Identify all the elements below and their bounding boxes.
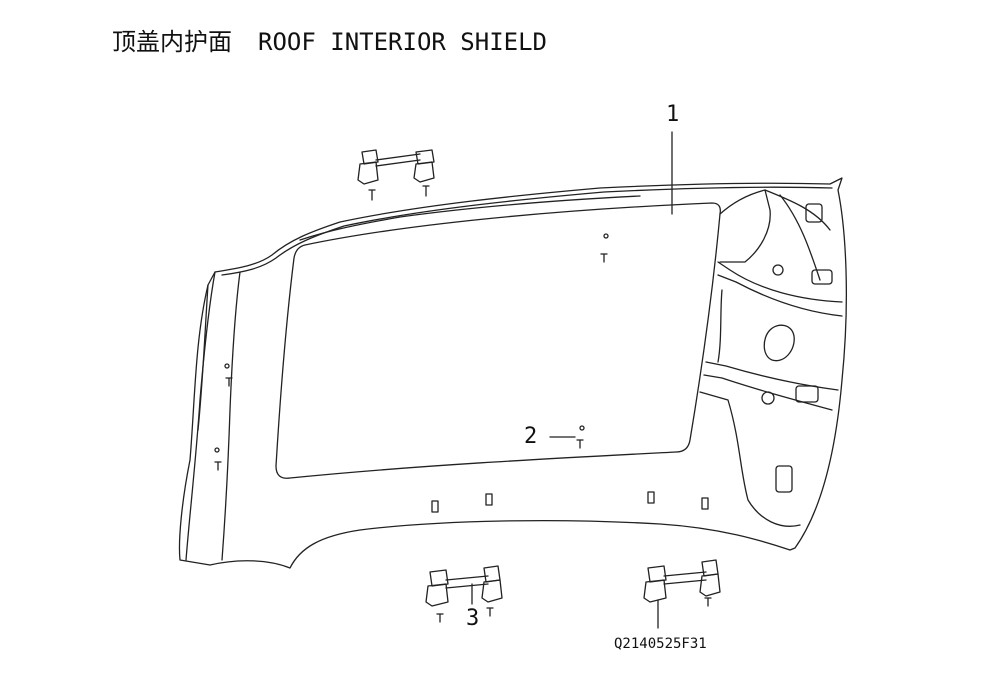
- slot-3: [647, 491, 655, 504]
- rear-corner-line: [764, 189, 831, 231]
- drawing-code: Q2140525F31: [614, 636, 707, 652]
- panel-fasteners: [214, 233, 609, 471]
- rear-panel-inner: [717, 289, 723, 363]
- slot-1: [431, 500, 439, 513]
- grab-handle-top: [357, 149, 435, 201]
- slot-4: [701, 497, 709, 510]
- left-flange: [185, 271, 216, 561]
- clip-holder-1: [805, 203, 823, 223]
- slot-2: [485, 493, 493, 506]
- rear-oval-opening: [763, 324, 795, 362]
- left-flange-edge: [197, 284, 209, 431]
- grab-handle-bottom-right: [643, 559, 721, 607]
- left-flange-inner: [221, 271, 241, 561]
- callout-1: 1: [666, 102, 680, 127]
- callout-2: 2: [524, 424, 538, 449]
- callout-3: 3: [466, 606, 480, 631]
- grommet-1: [772, 264, 784, 276]
- front-edge-line-2: [299, 195, 641, 241]
- grommet-2: [761, 391, 775, 405]
- clip-holder-2: [811, 269, 833, 285]
- rear-corner-line-2: [779, 194, 821, 281]
- clip-holder-3: [795, 385, 819, 403]
- sunroof-opening: [275, 202, 721, 479]
- grab-handle-bottom-left: [425, 565, 503, 623]
- clip-holder-4: [775, 465, 793, 493]
- rear-panel-ridge-3: [705, 361, 839, 391]
- diagram-title: 顶盖内护面 ROOF INTERIOR SHIELD: [112, 22, 547, 57]
- rear-panel-ridge-1: [717, 261, 843, 303]
- title-chinese: 顶盖内护面: [112, 28, 232, 56]
- title-english: ROOF INTERIOR SHIELD: [258, 28, 547, 56]
- front-edge-line: [221, 186, 833, 276]
- rear-panel-ridge-2: [717, 274, 843, 317]
- rear-panel-lower: [699, 391, 801, 527]
- headliner-outline: [178, 177, 847, 569]
- rear-panel-upper: [719, 189, 771, 263]
